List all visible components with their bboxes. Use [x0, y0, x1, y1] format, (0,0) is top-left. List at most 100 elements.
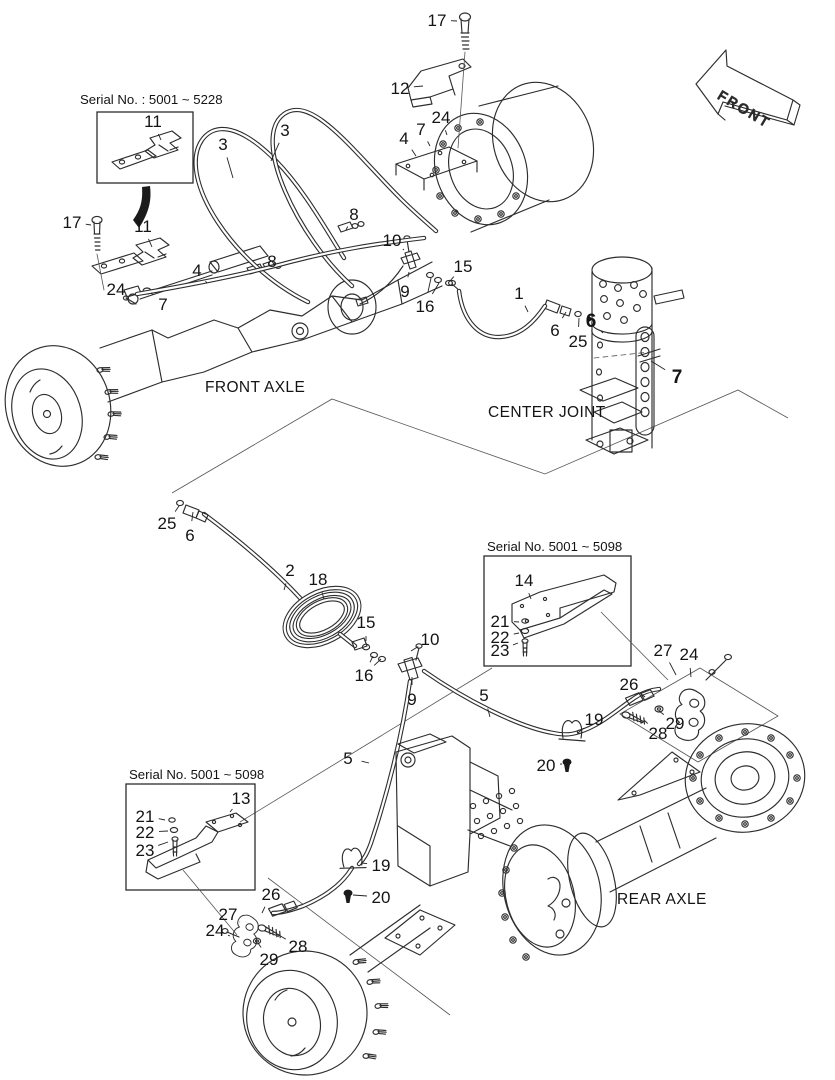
bracket-12	[407, 58, 472, 108]
callout-6: 6	[550, 321, 559, 340]
leader-line-5	[487, 708, 491, 718]
callout-16: 16	[416, 297, 435, 316]
front-left-wheel-hub	[4, 345, 123, 467]
callout-4: 4	[399, 129, 408, 148]
leader-line-16	[427, 277, 432, 293]
callout-21: 21	[136, 807, 155, 826]
leader-line-7	[650, 360, 666, 371]
rear-left-unit	[395, 733, 524, 887]
callout-4: 4	[192, 261, 201, 280]
callout-9: 9	[400, 282, 409, 301]
rear-right-wheel-hub	[684, 723, 806, 833]
leader-line-14	[528, 592, 532, 600]
leader-line-4	[411, 149, 417, 157]
bracket-11-left	[91, 237, 170, 275]
leader-line-22	[513, 632, 520, 635]
callout-29: 29	[260, 950, 279, 969]
leader-line-27	[669, 662, 677, 676]
leader-line-4	[205, 280, 208, 284]
bolt-17-top	[457, 12, 472, 149]
leader-line-28	[643, 719, 649, 724]
callout-14: 14	[515, 571, 534, 590]
callout-3: 3	[218, 135, 227, 154]
leader-line-28	[276, 933, 287, 940]
leader-line-13	[229, 808, 233, 813]
callout-26: 26	[620, 675, 639, 694]
front-axle-label: FRONT AXLE	[205, 379, 305, 396]
mid-hose-fittings	[176, 499, 732, 961]
callout-11: 11	[144, 112, 162, 131]
callout-25: 25	[569, 332, 588, 351]
leader-line-7	[427, 141, 431, 147]
section-divider-lines	[171, 389, 789, 1016]
callout-11: 11	[134, 217, 152, 236]
rear-axle-assembly	[242, 723, 806, 1076]
callout-1: 1	[514, 284, 523, 303]
callout-8: 8	[267, 252, 276, 271]
callout-25: 25	[158, 514, 177, 533]
pointer-arrow	[133, 186, 151, 228]
leader-line-3	[226, 157, 234, 179]
bracket-part-11-art	[111, 130, 182, 170]
leader-line-8	[345, 226, 349, 231]
callout-2: 2	[285, 561, 294, 580]
leader-line-18	[321, 592, 325, 600]
leader-line-1	[524, 305, 529, 313]
callout-17: 17	[428, 11, 447, 30]
leader-line-23	[158, 841, 169, 846]
leader-line-12	[413, 85, 424, 88]
center-joint-assembly	[579, 256, 685, 455]
leader-line-24	[689, 667, 692, 678]
leader-line-25	[174, 505, 180, 512]
callout-3: 3	[280, 121, 289, 140]
callout-6: 6	[586, 311, 597, 332]
callout-23: 23	[491, 641, 510, 660]
leader-line-6	[191, 511, 194, 522]
callout-10: 10	[383, 231, 402, 250]
callout-18: 18	[309, 570, 328, 589]
callout-23: 23	[136, 841, 155, 860]
rear-center-drum	[498, 824, 617, 961]
leader-line-6	[600, 330, 604, 334]
leader-line-16	[373, 658, 382, 666]
leader-line-29	[257, 942, 262, 948]
callout-24: 24	[680, 645, 699, 664]
callout-8: 8	[349, 205, 358, 224]
leader-line-29	[658, 710, 665, 715]
callout-16: 16	[355, 666, 374, 685]
callout-15: 15	[454, 257, 473, 276]
leader-line-11	[148, 238, 153, 248]
leader-line-11	[157, 133, 162, 141]
leader-line-7	[150, 292, 153, 295]
callout-6: 6	[185, 526, 194, 545]
front-arrow-label: FRONT	[715, 88, 773, 131]
leader-line-10	[410, 646, 419, 652]
leader-line-16	[431, 282, 440, 295]
callout-20: 20	[537, 756, 556, 775]
leader-line-19	[360, 862, 368, 865]
leader-line-15	[449, 276, 455, 282]
bracket-part-14-art	[511, 574, 617, 657]
leader-line-24	[227, 934, 231, 937]
callout-24: 24	[206, 921, 225, 940]
callout-9: 9	[407, 690, 416, 709]
callout-5: 5	[343, 749, 352, 768]
leader-line-10	[402, 248, 405, 251]
section-labels: FRONT AXLE CENTER JOINT REAR AXLE	[205, 379, 706, 908]
serial-box-rear-title: Serial No. 5001 ~ 5098	[129, 767, 264, 782]
callout-5: 5	[479, 686, 488, 705]
callout-26: 26	[262, 885, 281, 904]
leader-line-21	[158, 818, 166, 821]
callout-27: 27	[219, 905, 238, 924]
callout-7: 7	[416, 120, 425, 139]
callout-28: 28	[289, 937, 308, 956]
serial-box-front: Serial No. : 5001 ~ 5228	[80, 92, 223, 228]
serial-box-center-title: Serial No. 5001 ~ 5098	[487, 539, 622, 554]
callout-7: 7	[672, 367, 683, 388]
callout-19: 19	[585, 710, 604, 729]
leader-line-6	[561, 311, 567, 319]
callout-15: 15	[357, 613, 376, 632]
